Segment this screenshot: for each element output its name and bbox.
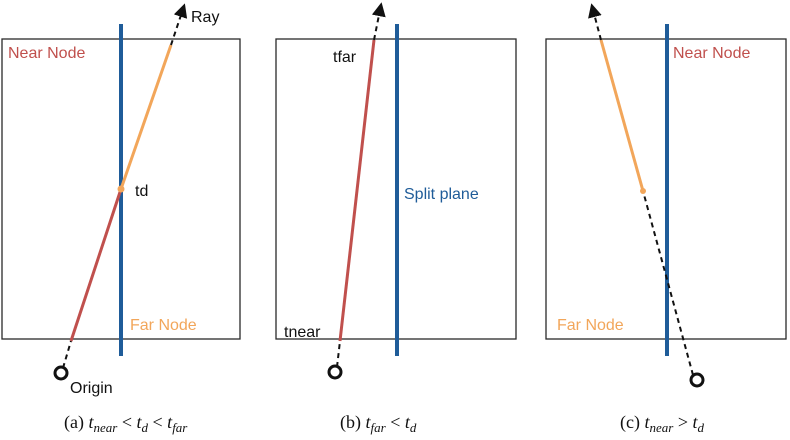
panel-b-origin-circle <box>327 364 343 380</box>
panel-a-near-segment <box>69 188 123 342</box>
panel-a-td-point <box>117 185 125 193</box>
panel-c-ray-arrow <box>588 3 602 41</box>
panel-b-caption: (b) tfar < td <box>340 412 417 435</box>
panel-a: Near Node Far Node Ray td Origin (a) tne… <box>1 3 241 435</box>
panel-b-origin-dash <box>336 340 341 368</box>
panel-c-caption: (c) tnear > td <box>620 412 705 435</box>
panel-c-origin-circle <box>689 372 705 388</box>
panel-a-caption: (a) tnear < td < tfar <box>64 412 188 435</box>
panel-a-origin-circle <box>53 365 69 381</box>
panel-b-segment <box>338 39 376 342</box>
panel-a-ray-label: Ray <box>191 9 219 26</box>
panel-c-near-node-label: Near Node <box>673 45 750 62</box>
panel-a-origin-dash <box>62 340 72 369</box>
panel-c: Near Node Far Node (c) tnear > td <box>545 3 787 435</box>
panel-a-origin-label: Origin <box>70 380 113 397</box>
panel-b-tnear-label: tnear <box>284 324 321 341</box>
panel-c-ray-behind-dash <box>642 190 694 376</box>
panel-b-split-plane-label: Split plane <box>404 186 479 203</box>
panel-a-td-label: td <box>135 183 148 200</box>
panel-b-tfar-label: tfar <box>333 49 357 66</box>
panel-a-far-segment <box>119 44 173 190</box>
panel-a-near-node-label: Near Node <box>8 45 85 62</box>
panel-c-segment <box>599 39 645 192</box>
panel-b-ray-arrow <box>371 2 386 41</box>
panel-b: tfar tnear Split plane (b) tfar < td <box>275 2 517 435</box>
panel-c-near-point <box>640 188 646 194</box>
panel-a-ray-arrow <box>170 3 188 46</box>
panel-c-far-node-label: Far Node <box>557 317 624 334</box>
panel-a-far-node-label: Far Node <box>130 317 197 334</box>
